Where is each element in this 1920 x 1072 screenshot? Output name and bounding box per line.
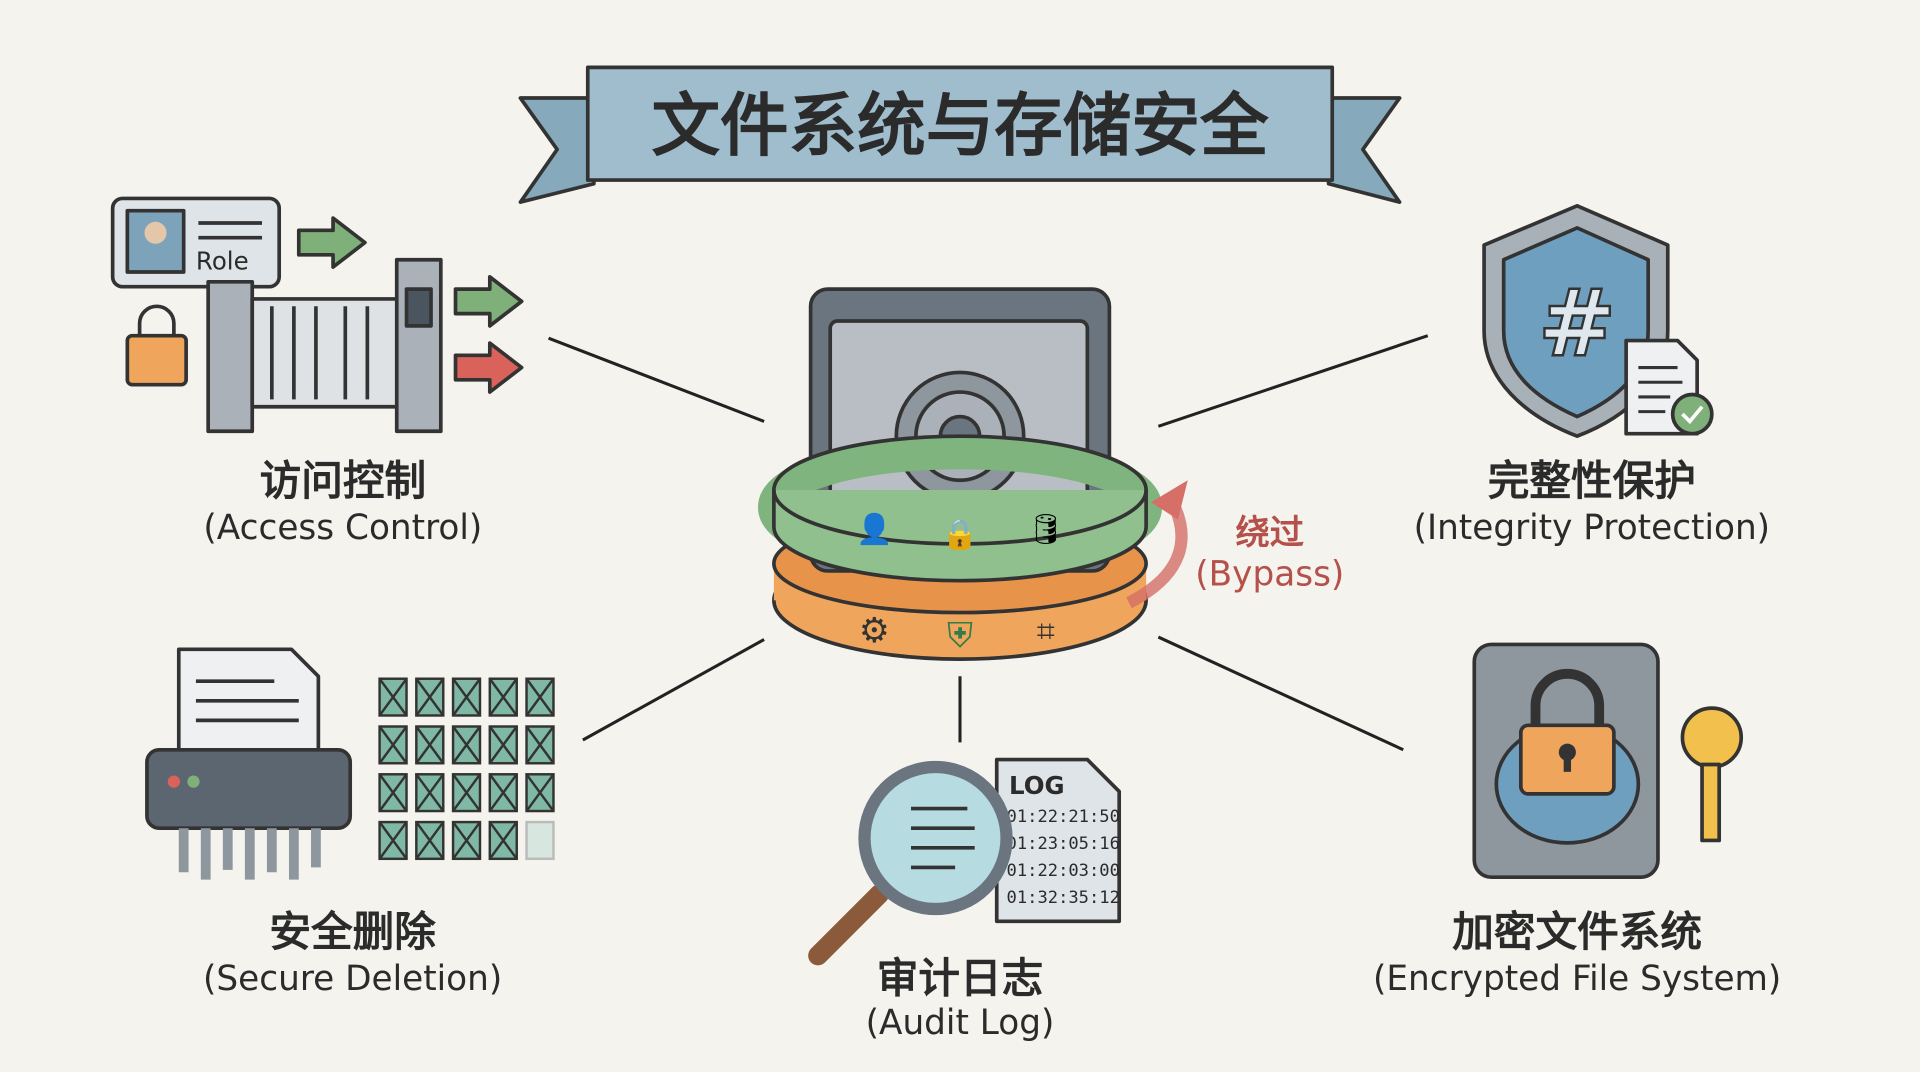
arrow-deny-icon	[453, 341, 524, 394]
lock-icon: 🔒	[942, 519, 979, 551]
integrity-title: 完整性保护	[1488, 456, 1696, 505]
magnifier-icon	[858, 760, 1013, 916]
key-icon	[1680, 706, 1744, 769]
database-icon: 🛢	[1027, 514, 1064, 546]
cross-mark	[488, 725, 518, 764]
network-icon: ⌗	[1037, 614, 1055, 649]
log-entry: 01:22:03:00	[1007, 861, 1120, 881]
log-entry: 01:22:21:50	[1007, 807, 1120, 827]
cross-mark	[488, 773, 518, 812]
cross-mark	[415, 678, 445, 717]
secure-deletion-node: 安全删除 (Secure Deletion)	[145, 647, 555, 999]
hash-symbol: #	[1538, 269, 1616, 377]
log-document	[994, 757, 1122, 924]
encrypted-fs-node: 加密文件系统 (Encrypted File System)	[1373, 642, 1781, 999]
cross-mark	[378, 725, 408, 764]
log-title: LOG	[1009, 771, 1065, 800]
gear-icon: ⚙	[859, 612, 890, 650]
paper-icon	[176, 647, 321, 764]
bypass-label-en: (Bypass)	[1195, 555, 1344, 595]
erased-block	[525, 820, 555, 861]
arrow-allow-icon	[296, 216, 367, 269]
page-title: 文件系统与存储安全	[651, 86, 1268, 166]
secure-deletion-subtitle: (Secure Deletion)	[203, 959, 502, 999]
arrow-allow-icon	[453, 275, 524, 328]
cross-mark	[525, 725, 555, 764]
cross-mark	[378, 678, 408, 717]
central-safe-icon: 👤 🔒 🛢 ⚙ ⛨ ⌗	[757, 287, 1163, 661]
shredder-icon	[145, 747, 353, 831]
cross-mark	[452, 678, 481, 717]
cross-mark	[525, 678, 555, 717]
audit-log-title: 审计日志	[877, 953, 1043, 1002]
erased-blocks-grid	[378, 677, 555, 861]
access-control-node: Role 访问控制 (Access Control)	[110, 196, 524, 548]
cross-mark	[415, 821, 445, 860]
cross-mark	[525, 773, 555, 812]
bypass-annotation: 绕过 (Bypass)	[1126, 480, 1344, 609]
integrity-subtitle: (Integrity Protection)	[1414, 508, 1770, 548]
cross-mark	[452, 773, 481, 812]
access-control-subtitle: (Access Control)	[203, 508, 482, 548]
integrity-node: # 完整性保护 (Integrity Protection)	[1414, 203, 1770, 548]
cross-mark	[488, 821, 518, 860]
check-icon	[1670, 392, 1714, 436]
log-entry: 01:23:05:16	[1007, 834, 1120, 854]
audit-log-subtitle: (Audit Log)	[866, 1003, 1055, 1043]
cross-mark	[452, 725, 481, 764]
magnifier-handle	[808, 884, 889, 966]
audit-log-node: LOG 01:22:21:50 01:23:05:16 01:22:03:00 …	[808, 757, 1122, 1043]
cross-mark	[415, 773, 445, 812]
cross-mark	[378, 773, 408, 812]
connector-lines	[548, 334, 1429, 752]
shield-check-icon: ⛨	[947, 617, 973, 655]
bypass-label-cn: 绕过	[1236, 513, 1305, 553]
cross-mark	[452, 821, 481, 860]
title-banner: 文件系统与存储安全	[518, 65, 1402, 204]
cross-mark	[415, 725, 445, 764]
encrypted-fs-title: 加密文件系统	[1452, 907, 1702, 956]
cross-mark	[488, 678, 518, 717]
log-entry: 01:32:35:12	[1007, 888, 1120, 908]
cross-mark	[378, 821, 408, 860]
secure-deletion-title: 安全删除	[269, 907, 436, 956]
access-control-title: 访问控制	[260, 456, 426, 505]
encrypted-fs-subtitle: (Encrypted File System)	[1373, 959, 1781, 999]
user-icon: 👤	[856, 512, 893, 546]
role-badge: Role	[196, 247, 249, 276]
